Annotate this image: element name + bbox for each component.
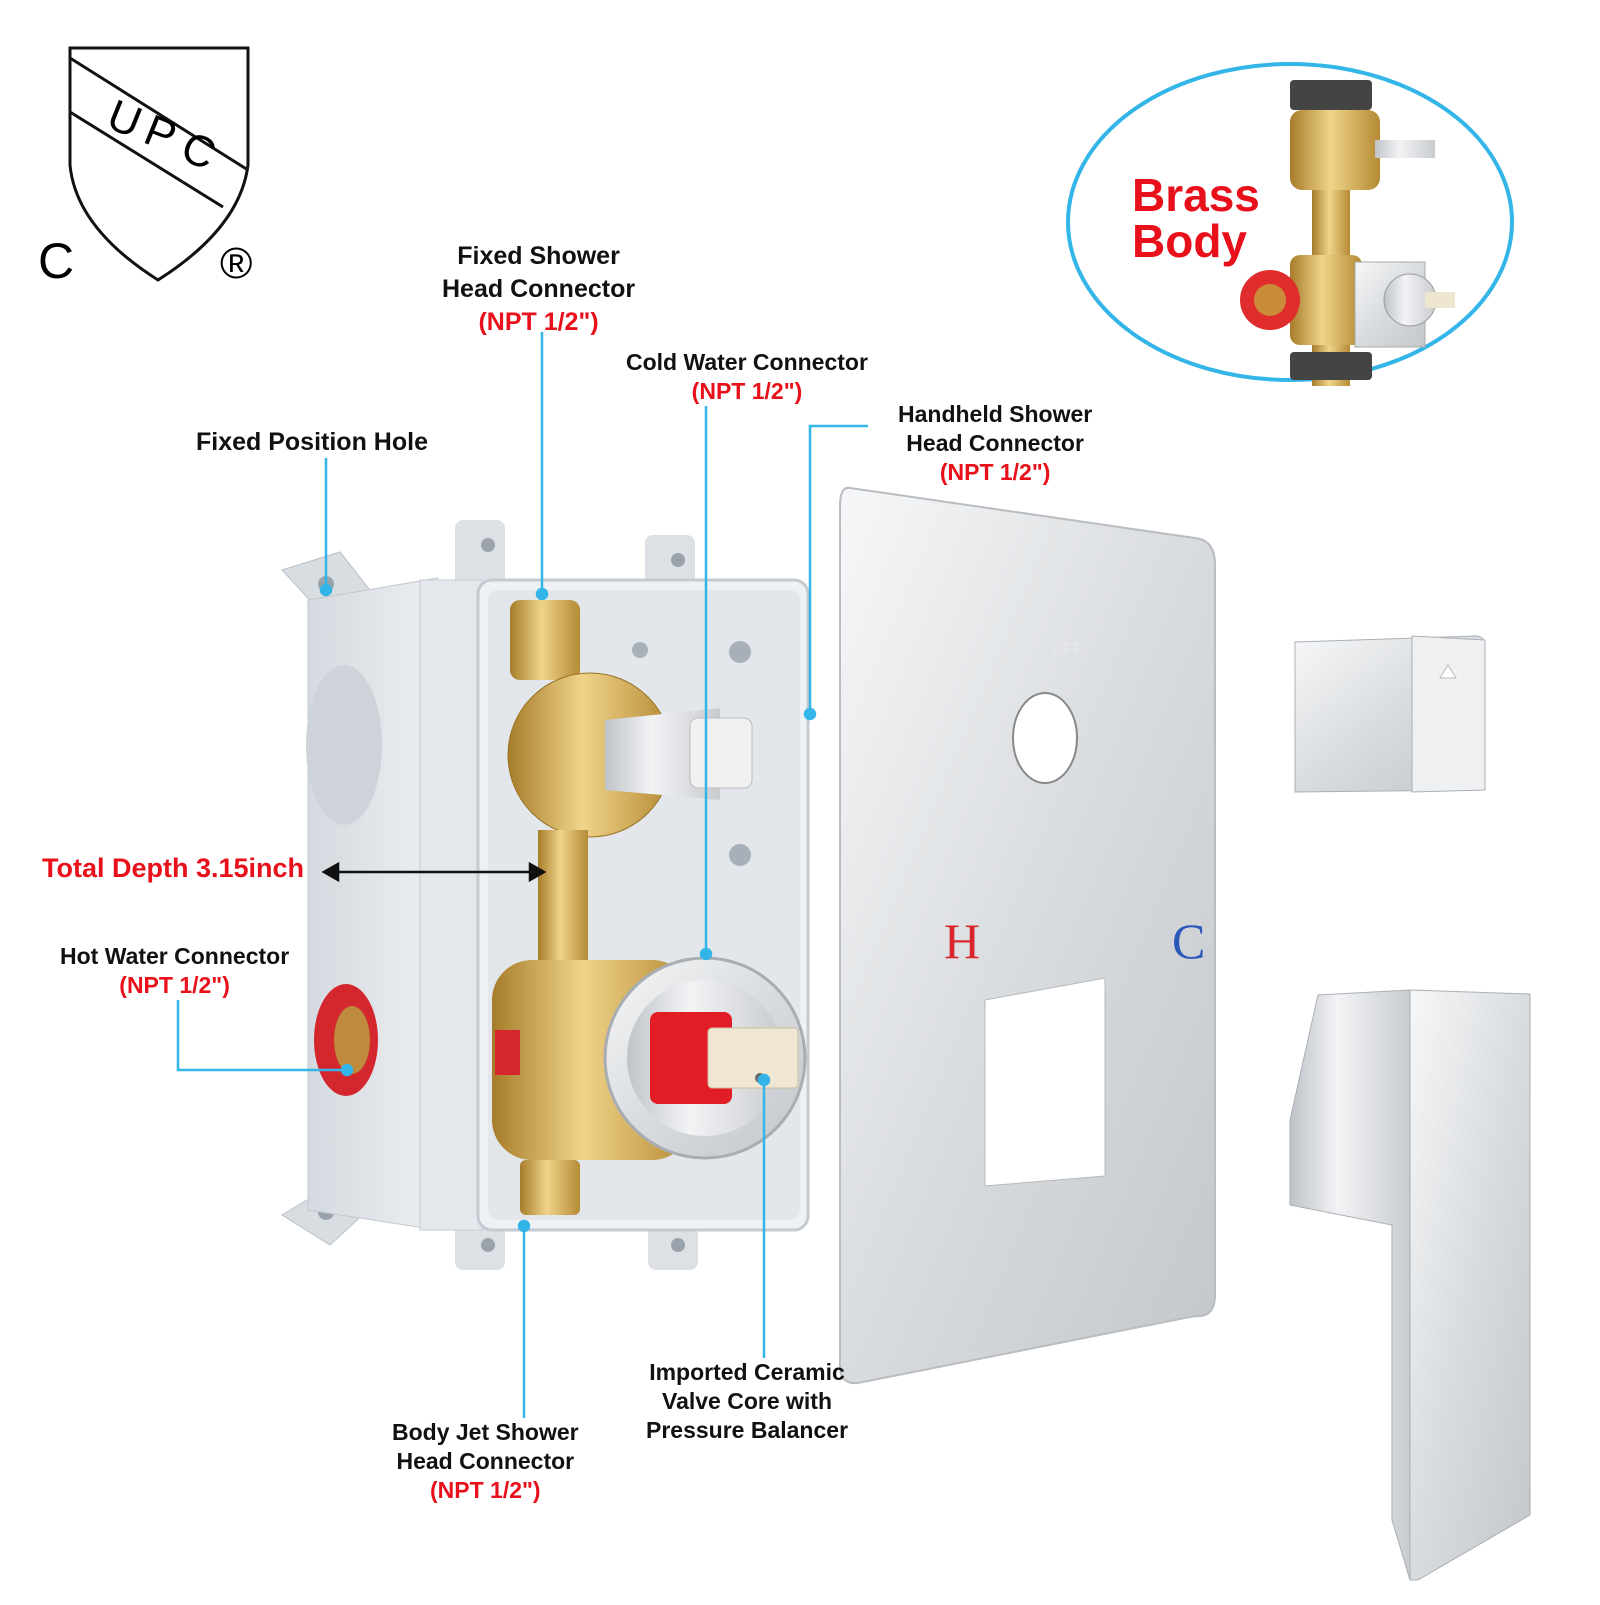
depth-arrow: [321, 861, 547, 883]
upc-letter-u: U: [101, 90, 149, 147]
cert-letter-c: C: [38, 233, 74, 289]
brass-body-inset: [1066, 62, 1514, 386]
upc-certification-logo: U P C C ®: [38, 46, 252, 289]
label-spec: (NPT 1/2"): [478, 308, 599, 336]
brass-title-line2: Body: [1132, 215, 1247, 267]
plate-hot-mark: H: [944, 913, 981, 969]
fixed-shower-head-label: Fixed Shower Head Connector (NPT 1/2"): [442, 240, 635, 339]
label-spec: (NPT 1/2"): [691, 378, 803, 404]
leader-hot-water: [176, 1000, 346, 1072]
fixed-position-hole-label: Fixed Position Hole: [196, 428, 428, 457]
trim-plate: [839, 486, 1216, 1385]
lever-handle: [1289, 989, 1531, 1581]
registered-icon: ®: [220, 239, 252, 288]
hot-water-label: Hot Water Connector (NPT 1/2"): [60, 942, 289, 1000]
label-line2: Valve Core with: [662, 1388, 833, 1414]
label-line2: Head Connector: [442, 275, 636, 303]
label-line2: Head Connector: [396, 1448, 575, 1474]
label-line2: Head Connector: [906, 430, 1084, 456]
leader-lines: [176, 332, 868, 1418]
plate-off-text: OFF: [1052, 640, 1082, 657]
label-spec: (NPT 1/2"): [939, 459, 1051, 485]
label-line1: Imported Ceramic: [649, 1359, 845, 1385]
handheld-shower-head-label: Handheld Shower Head Connector (NPT 1/2"…: [898, 400, 1092, 487]
valve-core-label: Imported Ceramic Valve Core with Pressur…: [646, 1358, 848, 1445]
upc-letter-p: P: [138, 105, 184, 161]
valve-housing: [281, 520, 810, 1270]
upc-letter-c: C: [175, 122, 223, 179]
label-spec: (NPT 1/2"): [430, 1477, 541, 1503]
body-jet-label: Body Jet Shower Head Connector (NPT 1/2"…: [392, 1418, 579, 1505]
leader-handheld: [808, 424, 868, 712]
label-line1: Body Jet Shower: [392, 1419, 579, 1445]
label-text: Fixed Position Hole: [196, 428, 428, 456]
label-line1: Cold Water Connector: [626, 349, 868, 375]
total-depth-label: Total Depth 3.15inch: [42, 853, 305, 883]
handle-cap: [1294, 635, 1486, 793]
brass-body-title: Brass Body: [1132, 172, 1260, 264]
label-line1: Fixed Shower: [457, 242, 620, 270]
plate-cold-mark: C: [1172, 913, 1206, 969]
label-line1: Hot Water Connector: [60, 943, 290, 969]
cold-water-label: Cold Water Connector (NPT 1/2"): [626, 348, 868, 406]
label-line1: Handheld Shower: [898, 401, 1093, 427]
label-spec: (NPT 1/2"): [119, 972, 230, 998]
label-line3: Pressure Balancer: [646, 1417, 849, 1443]
brass-title-line1: Brass: [1132, 169, 1260, 221]
